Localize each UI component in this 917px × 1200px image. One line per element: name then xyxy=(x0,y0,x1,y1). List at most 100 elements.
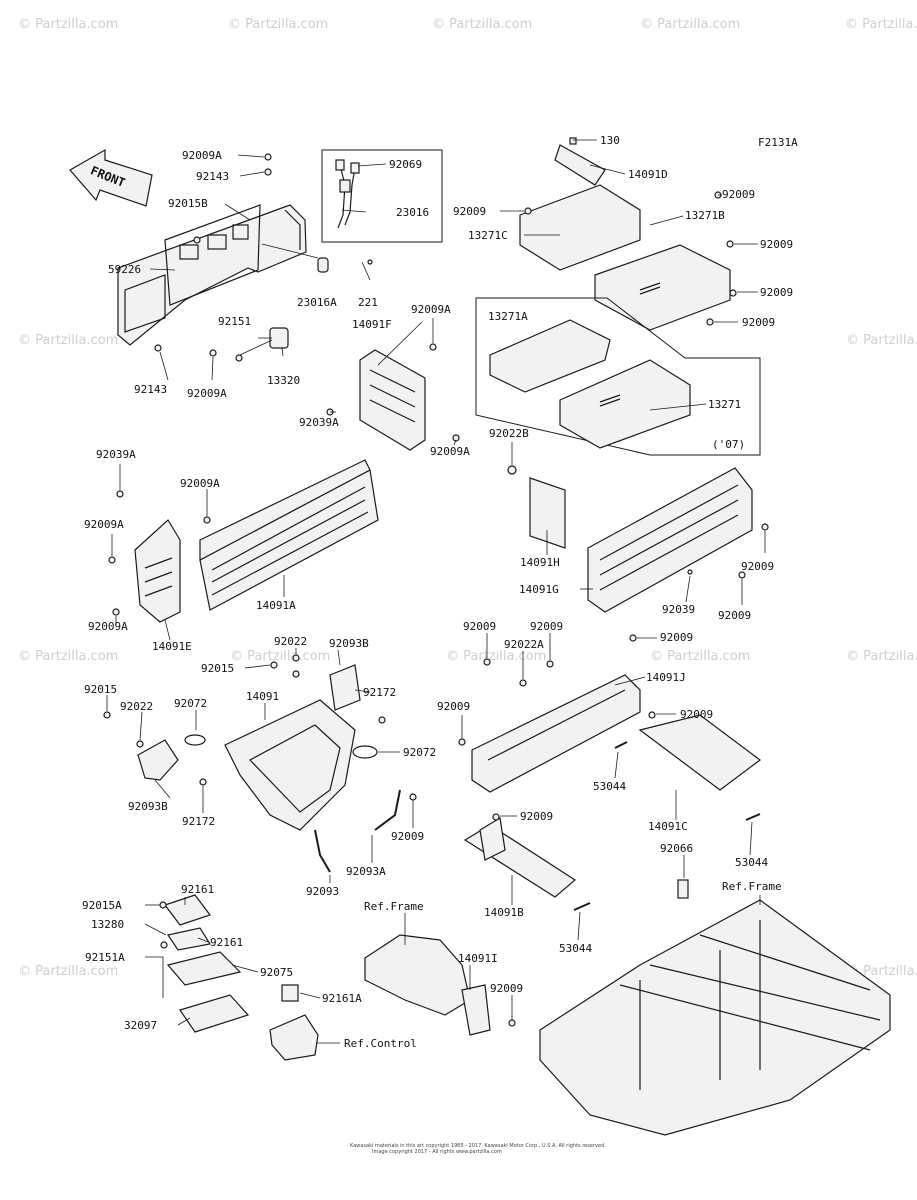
part-label: 92009 xyxy=(760,238,793,251)
part-label: 13271C xyxy=(468,229,508,242)
part-label: 23016 xyxy=(396,206,429,219)
part-label: 59226 xyxy=(108,263,141,276)
part-label: Ref.Frame xyxy=(364,900,424,913)
fasteners xyxy=(103,153,769,1027)
part-label: 92009A xyxy=(88,620,128,633)
part-label: 14091F xyxy=(352,318,392,331)
watermark: © Partzilla.com xyxy=(640,17,740,32)
part-label: 14091E xyxy=(152,640,192,653)
ring-92072 xyxy=(184,734,378,759)
part-label: 92022 xyxy=(274,635,307,648)
watermark: © Partzilla.com xyxy=(18,333,118,348)
part-label: 92009 xyxy=(680,708,713,721)
part-label: 92009 xyxy=(453,205,486,218)
part-label: 92022B xyxy=(489,427,529,440)
part-label: 92151 xyxy=(218,315,251,328)
bracket-14091f xyxy=(359,349,426,451)
part-label: 92015 xyxy=(84,683,117,696)
part-label: 92151A xyxy=(85,951,125,964)
part-label: Ref.Frame xyxy=(722,880,782,893)
part-label: 92015B xyxy=(168,197,208,210)
watermark: © Partzilla.com xyxy=(18,964,118,979)
part-label: 92093 xyxy=(306,885,339,898)
part-label: 13280 xyxy=(91,918,124,931)
part-label: 92022 xyxy=(120,700,153,713)
part-label: 92022A xyxy=(504,638,544,651)
dash-panel-59226 xyxy=(117,204,307,346)
part-label: 92009 xyxy=(463,620,496,633)
part-label: 92039 xyxy=(662,603,695,616)
part-label: 92143 xyxy=(134,383,167,396)
part-label: 92009 xyxy=(760,286,793,299)
part-label: ('07) xyxy=(712,438,745,451)
part-label: 92009A xyxy=(180,477,220,490)
part-label: 13271 xyxy=(708,398,741,411)
part-label: 221 xyxy=(358,296,378,309)
part-label: 92009 xyxy=(490,982,523,995)
harness-box-23016 xyxy=(321,149,443,243)
rod-92093a xyxy=(314,789,401,873)
part-label: 53044 xyxy=(593,780,626,793)
part-label: 92161A xyxy=(322,992,362,1005)
side-panel-14091g xyxy=(529,467,753,613)
part-labels: 92009A 92143 92015B 59226 92143 92009A 9… xyxy=(82,134,793,1050)
part-label: 92069 xyxy=(389,158,422,171)
part-label: 92009 xyxy=(741,560,774,573)
watermark: © Partzilla.com xyxy=(446,649,546,664)
footer-copyright: Kawasaki materials in this art copyright… xyxy=(350,1143,606,1149)
part-label: 14091B xyxy=(484,906,524,919)
watermark: © Partzilla.com xyxy=(230,649,330,664)
watermark: © Partzilla.com xyxy=(18,17,118,32)
part-label: 92009A xyxy=(187,387,227,400)
part-label: 92009 xyxy=(530,620,563,633)
part-label: 92161 xyxy=(181,883,214,896)
part-label: 32097 xyxy=(124,1019,157,1032)
frame-front-section xyxy=(364,934,491,1036)
watermark: © Partzilla.com xyxy=(846,333,917,348)
watermark: © Partzilla.com xyxy=(846,649,917,664)
part-label: 14091D xyxy=(628,168,668,181)
part-label: 92093A xyxy=(346,865,386,878)
part-label: 14091A xyxy=(256,599,296,612)
part-label: 92072 xyxy=(403,746,436,759)
part-label: 92066 xyxy=(660,842,693,855)
part-label: 92009A xyxy=(182,149,222,162)
part-label: 53044 xyxy=(735,856,768,869)
watermark: © Partzilla.com xyxy=(845,17,917,32)
part-label: 14091 xyxy=(246,690,279,703)
part-label: 14091H xyxy=(520,556,560,569)
part-label: 92009A xyxy=(411,303,451,316)
watermark: © Partzilla.com xyxy=(650,649,750,664)
watermark: © Partzilla.com xyxy=(18,649,118,664)
guard-14091e xyxy=(134,519,181,623)
footer-copyright: Image copyright 2017 - All rights www.pa… xyxy=(372,1149,502,1155)
part-label: 92009 xyxy=(520,810,553,823)
battery-group xyxy=(164,894,319,1061)
watermark: © Partzilla.com xyxy=(228,17,328,32)
part-label: 23016A xyxy=(297,296,337,309)
part-label: 92093B xyxy=(329,637,369,650)
part-label: 92015A xyxy=(82,899,122,912)
tray-14091 xyxy=(224,664,361,831)
watermark-group: © Partzilla.com © Partzilla.com © Partzi… xyxy=(18,17,917,979)
part-label: 14091C xyxy=(648,820,688,833)
part-label: 92009A xyxy=(84,518,124,531)
part-label: 92009 xyxy=(660,631,693,644)
part-label: 13271A xyxy=(488,310,528,323)
part-label: 92015 xyxy=(201,662,234,675)
panel-14091j xyxy=(471,674,641,793)
panel-14091c xyxy=(638,714,761,791)
part-label: 92009 xyxy=(722,188,755,201)
part-label: 92009 xyxy=(742,316,775,329)
part-label: 14091J xyxy=(646,671,686,684)
part-label: 53044 xyxy=(559,942,592,955)
floor-panels-13271 xyxy=(475,137,761,456)
part-label: 13320 xyxy=(267,374,300,387)
frame-main-section xyxy=(539,879,891,1136)
watermark: © Partzilla.com xyxy=(432,17,532,32)
part-label: 92072 xyxy=(174,697,207,710)
part-label: 92172 xyxy=(363,686,396,699)
part-label: 92009 xyxy=(718,609,751,622)
